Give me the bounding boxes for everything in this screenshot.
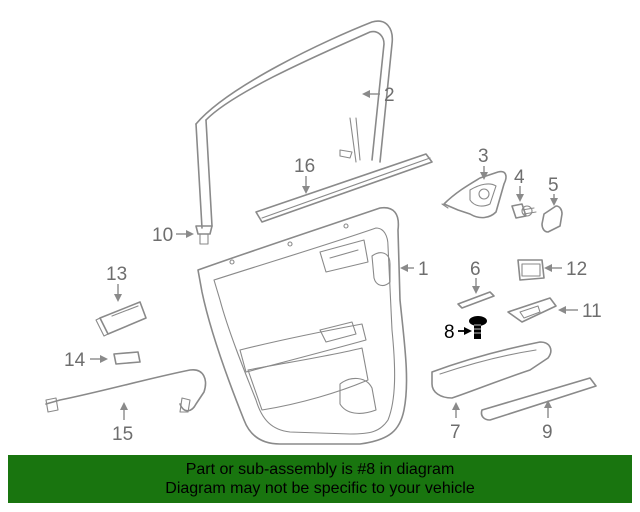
callout-16: 16 — [294, 156, 315, 177]
callout-12: 12 — [566, 259, 587, 280]
part-8-bolt — [469, 316, 487, 339]
part-3-inside-handle — [441, 170, 507, 219]
callout-6: 6 — [470, 259, 481, 280]
part-10-push-pin — [195, 225, 213, 245]
callout-14: 14 — [64, 350, 86, 371]
part-4-screw — [511, 203, 537, 219]
banner-line-2: Diagram may not be specific to your vehi… — [165, 480, 475, 497]
parts-diagram: 2 3 4 5 16 10 1 13 6 12 — [45, 20, 602, 445]
callout-8: 8 — [444, 322, 455, 343]
callout-5: 5 — [548, 175, 559, 196]
callout-9: 9 — [542, 422, 553, 443]
part-12-switch-bezel — [517, 259, 545, 281]
callout-1: 1 — [418, 259, 429, 280]
part-1-door-trim-panel — [197, 206, 408, 445]
part-13-module — [95, 301, 147, 337]
part-9-lower-molding — [480, 377, 597, 421]
callout-13: 13 — [106, 264, 127, 285]
part-11-switch-panel — [507, 297, 557, 323]
part-15-wiring-harness — [45, 369, 207, 413]
part-16-belt-weatherstrip — [255, 153, 433, 223]
part-14-lamp — [113, 351, 141, 365]
callout-4: 4 — [514, 167, 525, 188]
callout-15: 15 — [112, 424, 133, 445]
callout-7: 7 — [450, 422, 461, 443]
callout-11: 11 — [582, 301, 602, 322]
part-2-glass-run-channel — [195, 20, 394, 229]
part-7-armrest — [431, 341, 552, 399]
part-6-trim-plate — [457, 291, 495, 309]
part-5-cap — [541, 205, 563, 233]
callouts: 2 3 4 5 16 10 1 13 6 12 — [64, 85, 602, 445]
callout-10: 10 — [152, 225, 173, 246]
banner-line-1: Part or sub-assembly is #8 in diagram — [185, 461, 455, 478]
callout-3: 3 — [478, 146, 489, 167]
callout-2: 2 — [384, 85, 395, 106]
info-banner: Part or sub-assembly is #8 in diagram Di… — [8, 455, 632, 503]
